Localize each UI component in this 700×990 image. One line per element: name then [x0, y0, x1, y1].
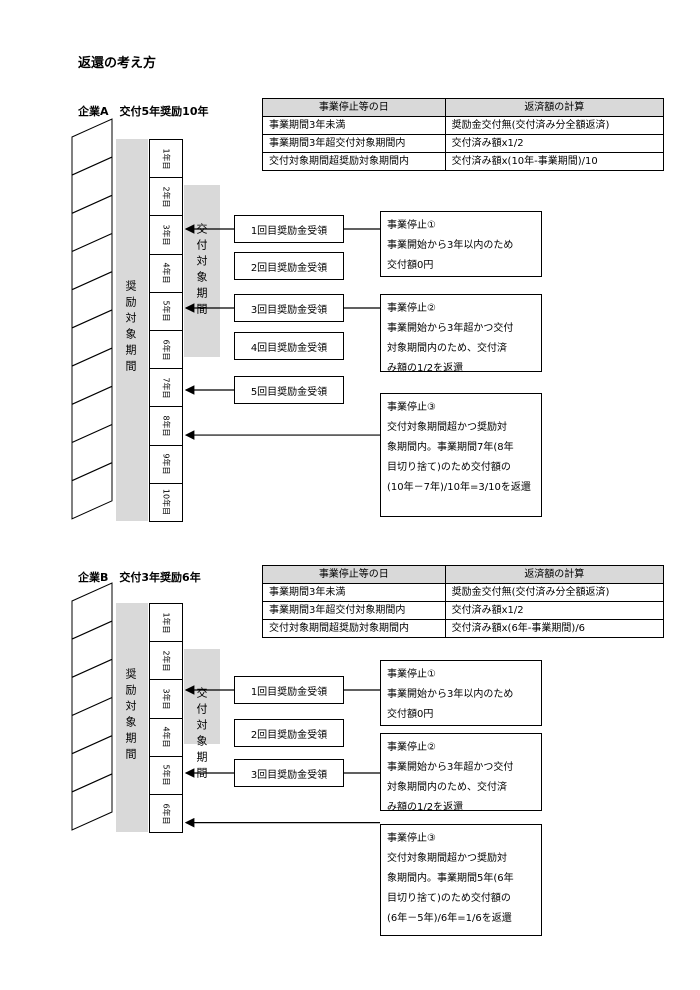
stop-note: 事業停止③ 交付対象期間超かつ奨励対象期間内。事業期間5年(6年目切り捨て)のため…: [380, 824, 542, 936]
stop-note: 事業停止① 事業開始から3年以内のため交付額0円: [380, 660, 542, 726]
table-header: 返済額の計算: [444, 98, 665, 117]
note-line: 対象期間内のため、交付済: [387, 782, 507, 793]
note-line: 事業開始から3年以内のため: [387, 689, 514, 700]
note-line: 交付対象期間超かつ奨励対: [387, 853, 507, 864]
note-line: 事業開始から3年以内のため: [387, 240, 514, 251]
table-row: 事業期間3年超交付対象期間内交付済み額x1/2: [262, 601, 665, 620]
note-line: 事業停止②: [387, 303, 436, 314]
year-box: 6年目: [149, 794, 183, 834]
note-line: (10年－7年)/10年=3/10を返還: [387, 482, 531, 493]
note-line: 事業停止①: [387, 220, 436, 231]
table-header: 事業停止等の日: [262, 98, 446, 117]
stop-note: 事業停止③ 交付対象期間超かつ奨励対象期間内。事業期間7年(8年目切り捨て)のため…: [380, 393, 542, 517]
table-row: 事業期間3年超交付対象期間内交付済み額x1/2: [262, 134, 665, 153]
incentive-period-label: 奨励対象期間: [124, 667, 137, 764]
table-row: 交付対象期間超奨励対象期間内交付済み額x(6年-事業期間)/6: [262, 619, 665, 638]
receipt-box: 2回目奨励金受領: [234, 252, 344, 280]
grant-period-bar: [184, 648, 220, 745]
note-line: 交付対象期間超かつ奨励対: [387, 422, 507, 433]
reiwa-chevron: [71, 773, 113, 831]
receipt-box: 3回目奨励金受領: [234, 759, 344, 787]
note-line: み額の1/2を返還: [387, 802, 464, 813]
incentive-period-label: 奨励対象期間: [124, 280, 137, 376]
note-line: 目切り捨て)のため交付額の: [387, 462, 511, 473]
receipt-box: 5回目奨励金受領: [234, 376, 344, 404]
stop-note: 事業停止① 事業開始から3年以内のため交付額0円: [380, 211, 542, 277]
receipt-box: 2回目奨励金受領: [234, 719, 344, 747]
year-box: 3年目: [149, 215, 183, 255]
table-row: 交付対象期間超奨励対象期間内交付済み額x(10年-事業期間)/10: [262, 152, 665, 171]
receipt-box: 4回目奨励金受領: [234, 332, 344, 360]
note-line: 事業停止③: [387, 402, 436, 413]
receipt-box: 1回目奨励金受領: [234, 215, 344, 243]
note-line: 事業開始から3年超かつ交付: [387, 762, 514, 773]
note-line: 対象期間内のため、交付済: [387, 343, 507, 354]
note-line: 象期間内。事業期間7年(8年: [387, 442, 514, 453]
receipt-box: 3回目奨励金受領: [234, 294, 344, 322]
note-line: 交付額0円: [387, 260, 434, 271]
table-cell: 交付済み額x(10年-事業期間)/10: [444, 152, 665, 171]
grant-period-label: 交付対象期間: [195, 223, 208, 320]
page-title: 返還の考え方: [78, 56, 157, 71]
grant-period-label: 交付対象期間: [195, 687, 208, 784]
grant-period-bar: [184, 184, 220, 357]
calc-table: 事業停止等の日返済額の計算事業期間3年未満奨励金交付無(交付済み分全額返済)事業…: [262, 565, 665, 638]
note-line: 事業開始から3年超かつ交付: [387, 323, 514, 334]
stop-note: 事業停止② 事業開始から3年超かつ交付対象期間内のため、交付済み額の1/2を返還: [380, 294, 542, 374]
reiwa-chevron: [71, 462, 113, 520]
note-line: 事業停止②: [387, 742, 436, 753]
year-box: 1年目: [149, 139, 183, 179]
stop-note: 事業停止② 事業開始から3年超かつ交付対象期間内のため、交付済み額の1/2を返還: [380, 733, 542, 813]
note-line: み額の1/2を返還: [387, 363, 464, 374]
note-line: 目切り捨て)のため交付額の: [387, 893, 511, 904]
note-line: 交付額0円: [387, 709, 434, 720]
note-line: 象期間内。事業期間5年(6年: [387, 873, 514, 884]
incentive-period-bar: [116, 139, 148, 521]
note-line: (6年－5年)/6年=1/6を返還: [387, 913, 512, 924]
table-cell: 交付済み額x(6年-事業期間)/6: [444, 619, 665, 638]
table-header: 返済額の計算: [444, 565, 665, 584]
year-box: 2年目: [149, 177, 183, 217]
section-title: 企業A 交付5年奨励10年: [78, 105, 209, 118]
incentive-period-bar: [116, 603, 148, 833]
note-line: 事業停止③: [387, 833, 436, 844]
calc-table: 事業停止等の日返済額の計算事業期間3年未満奨励金交付無(交付済み分全額返済)事業…: [262, 98, 665, 171]
receipt-box: 1回目奨励金受領: [234, 676, 344, 704]
table-header: 事業停止等の日: [262, 565, 446, 584]
year-box: 1年目: [149, 603, 183, 643]
year-box: 5年目: [149, 755, 183, 795]
note-line: 事業停止①: [387, 669, 436, 680]
year-box: 10年目: [149, 482, 183, 522]
year-box: 3年目: [149, 679, 183, 719]
section-title: 企業B 交付3年奨励6年: [78, 571, 201, 584]
table-cell: 交付対象期間超奨励対象期間内: [262, 619, 446, 638]
